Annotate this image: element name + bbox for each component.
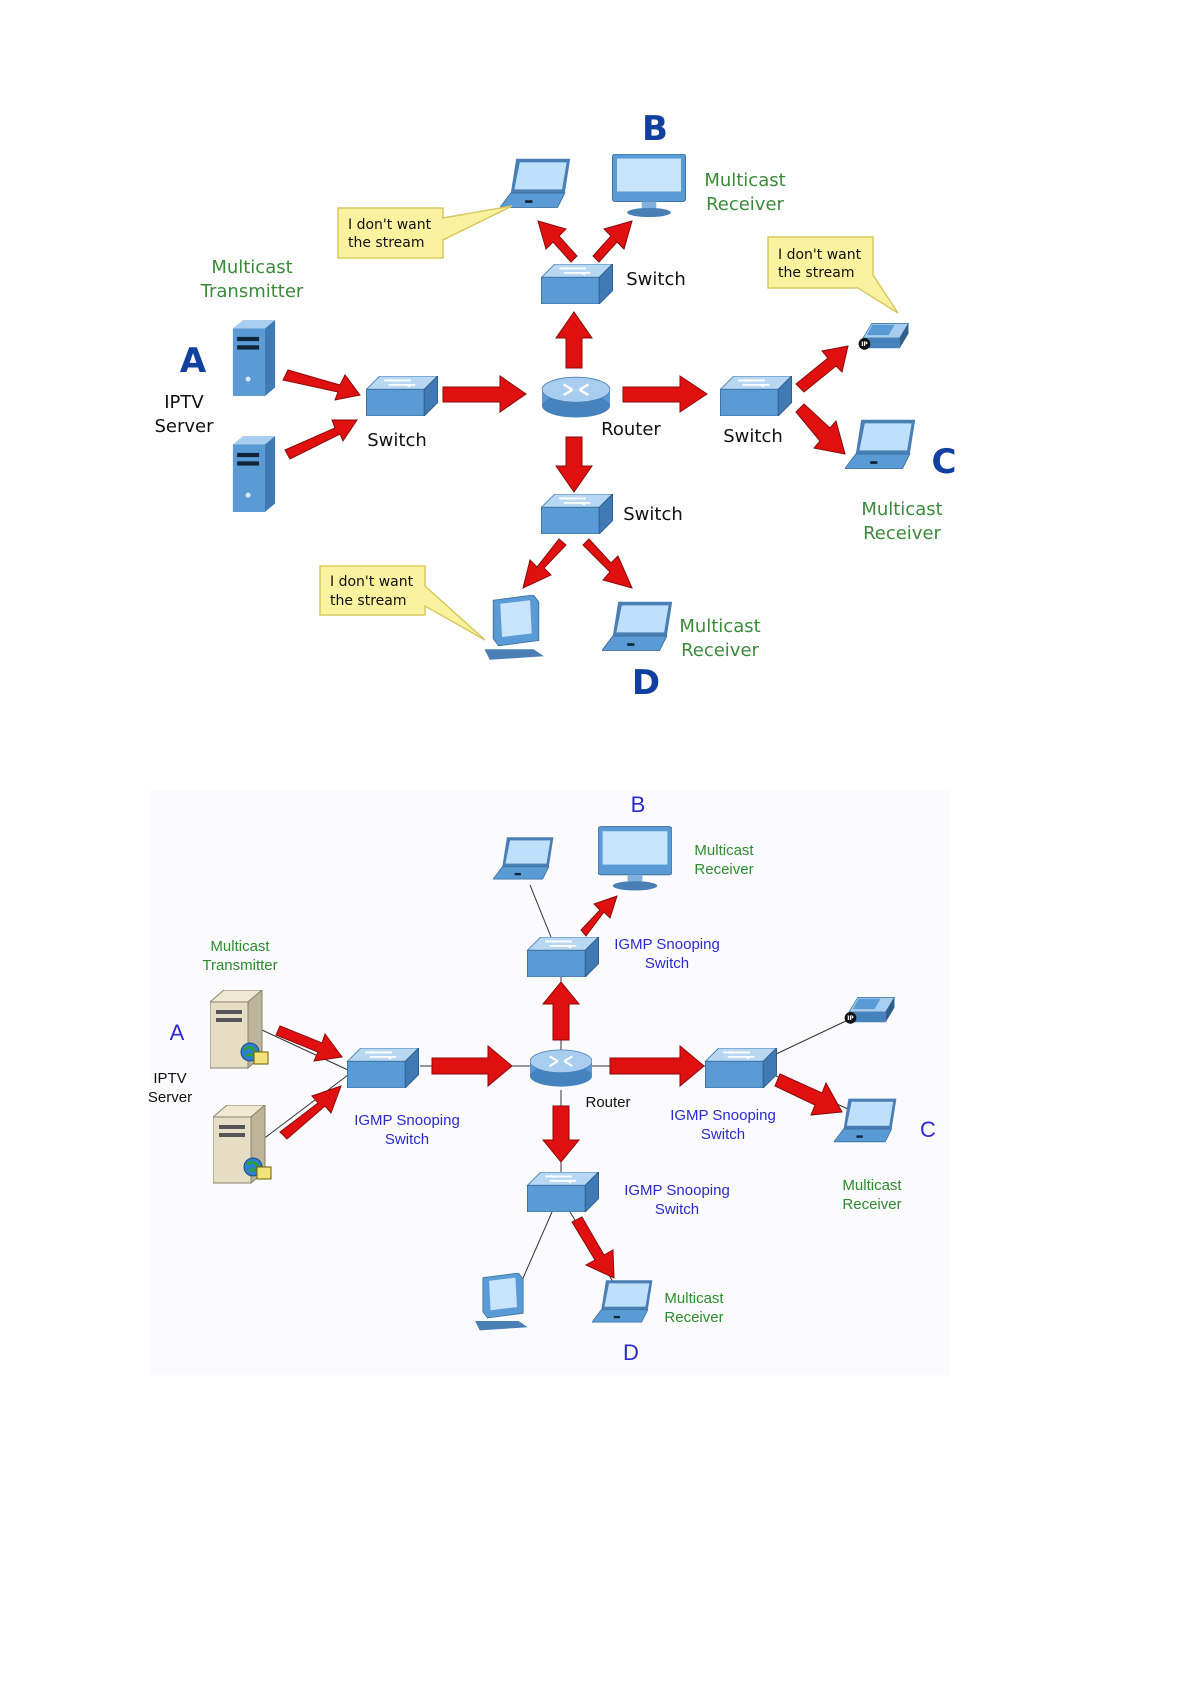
receiver-b-label: Multicast	[704, 170, 785, 191]
callout-c-line2: the stream	[778, 265, 855, 281]
stream-arrows-igmp	[275, 895, 843, 1279]
server-icon	[210, 990, 270, 1070]
switch-label-right: IGMP Snooping	[670, 1107, 776, 1124]
arrow-switch-to-router	[431, 1044, 513, 1088]
receiver-c-label: Multicast	[861, 499, 942, 520]
stream-arrows	[282, 220, 849, 589]
arrow-bottom-switch-to-laptop-d	[571, 1216, 615, 1279]
server-icon	[213, 1105, 273, 1185]
arrow-router-to-bottom-switch	[555, 436, 593, 493]
server-label: IPTV	[164, 392, 204, 413]
arrow-router-to-top-switch	[555, 311, 593, 369]
receiver-c-label: Receiver	[863, 523, 941, 544]
arrow-right-switch-to-laptop-c	[795, 403, 846, 455]
callout-c-line1: I don't want	[778, 247, 862, 263]
arrow-router-to-right-switch	[609, 1044, 705, 1088]
router-label: Router	[601, 419, 661, 440]
callout-c: I don't want the stream	[767, 236, 899, 314]
callout-d: I don't want the stream	[319, 565, 486, 641]
arrow-server2-to-switch	[279, 1085, 342, 1140]
callout-d-line2: the stream	[330, 593, 407, 609]
switch-label-right: Switch	[701, 1126, 745, 1143]
letter-c: C	[932, 442, 957, 482]
multicast-diagram-without-snooping: IP I don't want the stream I don't want	[154, 109, 957, 703]
letter-d: D	[632, 663, 660, 703]
arrow-router-to-top-switch	[541, 981, 581, 1041]
arrow-server1-to-switch	[275, 1025, 343, 1062]
receiver-b-label: Receiver	[694, 861, 753, 878]
switch-icon	[526, 937, 600, 977]
switch-label-left: Switch	[367, 430, 427, 451]
switch-label-top: Switch	[645, 955, 689, 972]
server-label: Server	[154, 416, 214, 437]
letter-b: B	[642, 109, 668, 149]
receiver-d-label: Receiver	[664, 1309, 723, 1326]
letter-d: D	[623, 1340, 639, 1365]
receiver-c-label: Receiver	[842, 1196, 901, 1213]
switch-label-left: IGMP Snooping	[354, 1112, 460, 1129]
arrow-top-switch-to-laptop-b	[537, 220, 578, 263]
letter-b: B	[631, 792, 646, 817]
arrow-server2-to-switch	[284, 419, 358, 460]
router-icon	[530, 1048, 592, 1088]
transmitter-label: Multicast	[211, 257, 292, 278]
server-label: IPTV	[153, 1070, 186, 1087]
receiver-c-label: Multicast	[842, 1177, 902, 1194]
arrow-top-switch-to-monitor-b	[580, 895, 618, 937]
router-label: Router	[585, 1094, 630, 1111]
switch-label-bottom: Switch	[623, 504, 683, 525]
switch-label-top: IGMP Snooping	[614, 936, 720, 953]
callout-b-line1: I don't want	[348, 217, 432, 233]
letter-a: A	[180, 341, 207, 381]
receiver-b-label: Multicast	[694, 842, 754, 859]
switch-icon	[526, 1172, 600, 1212]
switch-icon	[704, 1048, 778, 1088]
callout-b-line2: the stream	[348, 235, 425, 251]
transmitter-label: Transmitter	[200, 281, 304, 302]
arrow-switch-to-router	[442, 375, 527, 413]
receiver-d-label: Receiver	[681, 640, 759, 661]
transmitter-label: Multicast	[210, 938, 270, 955]
server-label: Server	[148, 1089, 192, 1106]
switch-label-top: Switch	[626, 269, 686, 290]
receiver-d-label: Multicast	[679, 616, 760, 637]
transmitter-label: Transmitter	[202, 957, 277, 974]
callout-b: I don't want the stream	[337, 205, 513, 259]
arrow-bottom-switch-to-laptop-d	[582, 538, 633, 589]
arrow-top-switch-to-monitor-b	[592, 220, 633, 263]
arrow-router-to-right-switch	[622, 375, 708, 413]
switch-icon	[346, 1048, 420, 1088]
switch-label-bottom: IGMP Snooping	[624, 1182, 730, 1199]
arrow-router-to-bottom-switch	[541, 1105, 581, 1163]
switch-label-bottom: Switch	[655, 1201, 699, 1218]
switch-label-left: Switch	[385, 1131, 429, 1148]
receiver-b-label: Receiver	[706, 194, 784, 215]
callout-d-line1: I don't want	[330, 574, 414, 590]
arrow-right-switch-to-laptop-c	[774, 1073, 843, 1116]
arrow-right-switch-to-phone	[795, 345, 849, 393]
letter-c: C	[920, 1117, 936, 1142]
letter-a: A	[170, 1020, 185, 1045]
switch-label-right: Switch	[723, 426, 783, 447]
receiver-d-label: Multicast	[664, 1290, 724, 1307]
arrow-bottom-switch-to-desktop-d	[522, 538, 567, 589]
arrow-server1-to-switch	[282, 369, 361, 401]
